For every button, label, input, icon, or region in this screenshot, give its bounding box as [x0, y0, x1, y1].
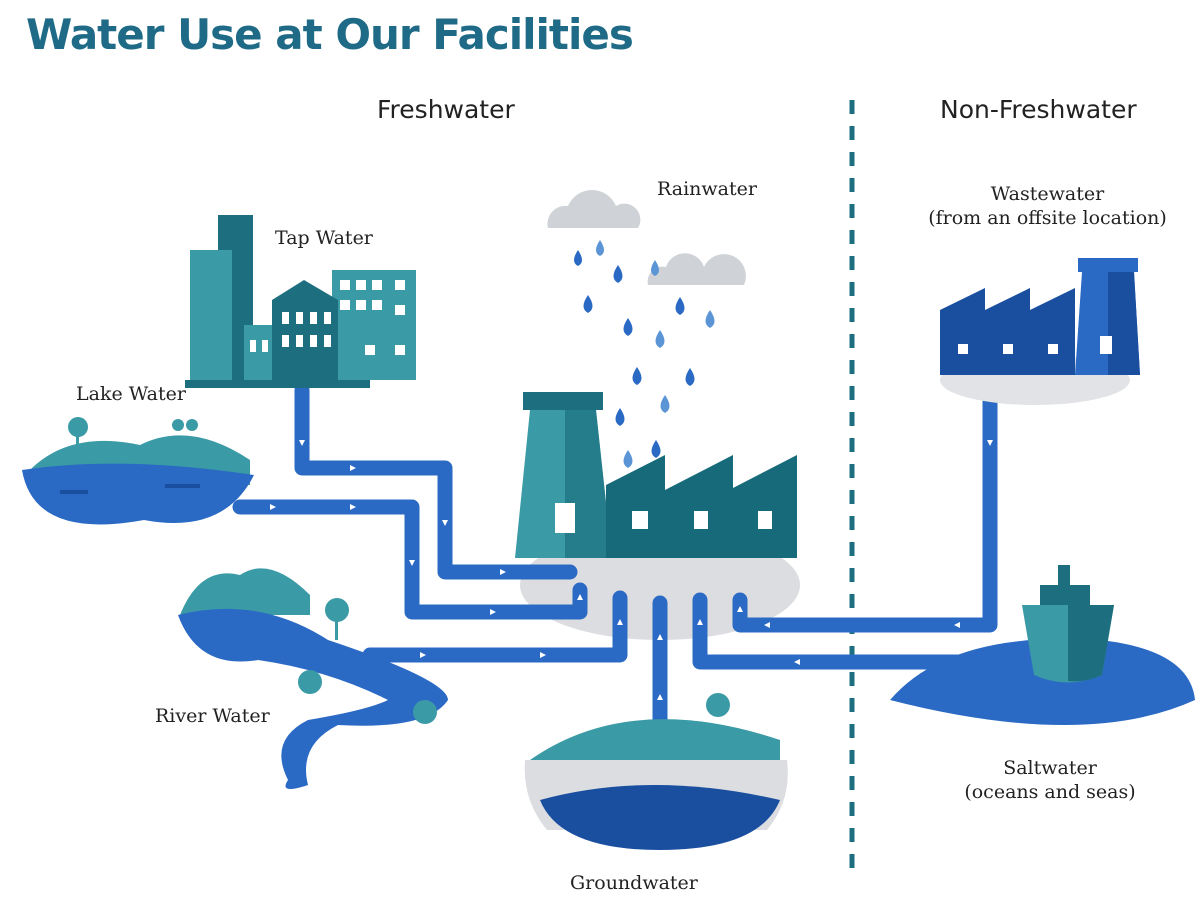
pipe-waste: [732, 372, 998, 633]
label-saltwater: Saltwater (oceans and seas): [930, 757, 1170, 805]
factory-icon: [515, 392, 797, 558]
saltwater-subtitle: (oceans and seas): [964, 780, 1136, 803]
lake-icon: [22, 417, 254, 525]
label-lake-water: Lake Water: [76, 383, 186, 405]
label-river-water: River Water: [155, 705, 270, 727]
cloud-icon: [547, 190, 746, 285]
non-freshwater-heading: Non-Freshwater: [940, 95, 1137, 124]
flow-arrows: [270, 440, 993, 700]
wastewater-title: Wastewater: [990, 183, 1105, 205]
label-rainwater: Rainwater: [657, 178, 757, 200]
label-wastewater: Wastewater (from an offsite location): [905, 183, 1190, 231]
wastewater-subtitle: (from an offsite location): [928, 206, 1167, 229]
saltwater-title: Saltwater: [1003, 757, 1097, 779]
wastewater-factory-icon: [940, 258, 1140, 405]
pipe-river: [362, 590, 628, 663]
saltwater-ship-icon: [890, 565, 1195, 725]
page-title: Water Use at Our Facilities: [26, 10, 634, 59]
city-buildings-icon: [185, 215, 416, 388]
river-icon: [178, 568, 448, 789]
label-groundwater: Groundwater: [570, 872, 698, 894]
freshwater-heading: Freshwater: [377, 95, 515, 124]
label-tap-water: Tap Water: [275, 227, 373, 249]
groundwater-icon: [524, 693, 788, 850]
raindrop-icons: [574, 240, 715, 468]
